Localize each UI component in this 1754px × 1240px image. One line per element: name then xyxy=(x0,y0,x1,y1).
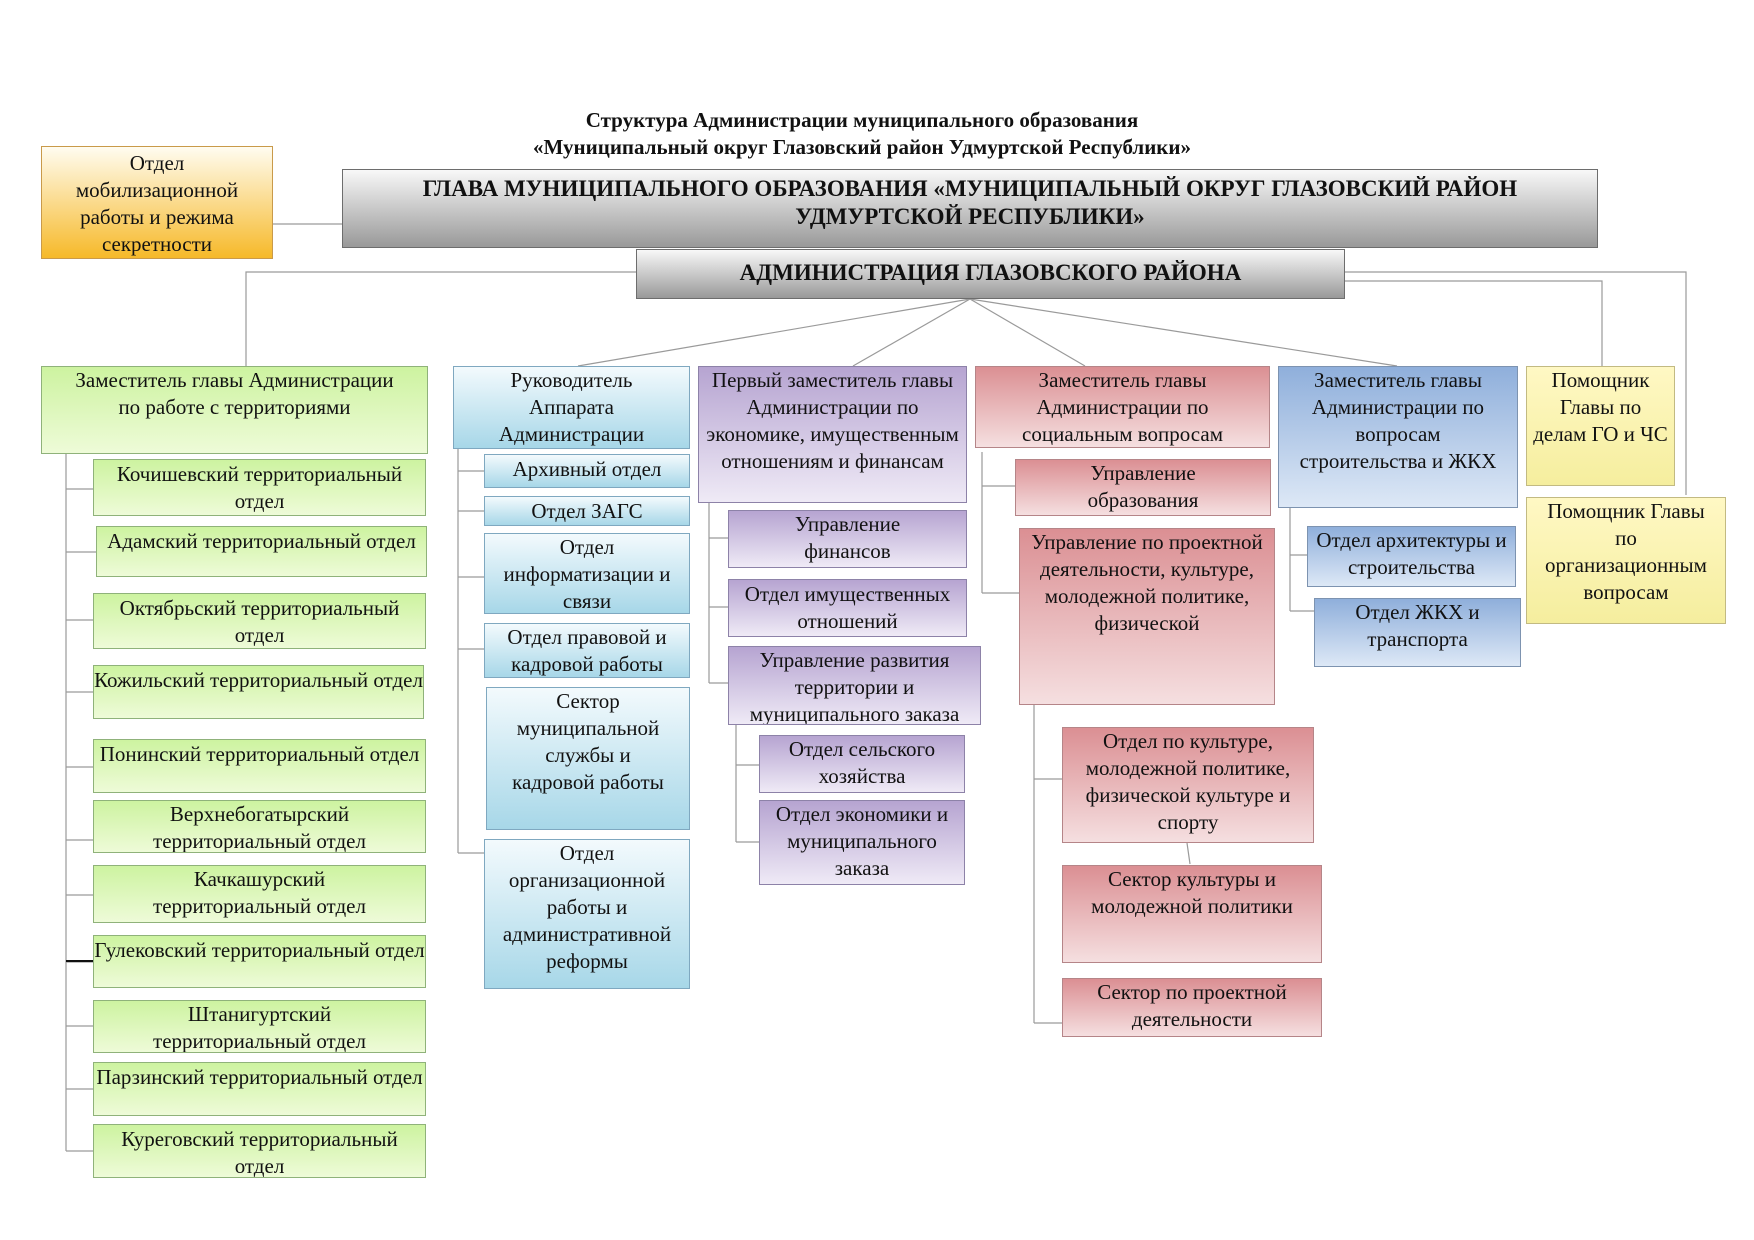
territorial-department-kuregovsky: Куреговский территориальный отдел xyxy=(93,1124,426,1178)
administration-box: АДМИНИСТРАЦИЯ ГЛАЗОВСКОГО РАЙОНА xyxy=(636,249,1345,299)
project-culture-directorate: Управление по проектной деятельности, ку… xyxy=(1019,528,1275,705)
territorial-department-kochishevsky: Кочишевский территориальный отдел xyxy=(93,459,426,516)
chart-title-line2: «Муниципальный округ Глазовский район Уд… xyxy=(532,135,1192,159)
territorial-department-oktyabrsky: Октябрьский территориальный отдел xyxy=(93,593,426,649)
economy-first-deputy: Первый заместитель главы Администрации п… xyxy=(698,366,967,503)
legal-hr-department: Отдел правовой и кадровой работы xyxy=(484,623,690,678)
economy-procurement-department: Отдел экономики и муниципального заказа xyxy=(759,800,965,885)
territorial-department-verkhnebogatyrsky: Верхнебогатырский территориальный отдел xyxy=(93,800,426,853)
territory-development-directorate: Управление развития территории и муницип… xyxy=(728,646,981,725)
education-directorate: Управление образования xyxy=(1015,459,1271,516)
informatization-department: Отдел информатизации и связи xyxy=(484,533,690,614)
archive-department: Архивный отдел xyxy=(484,454,690,488)
culture-youth-sector: Сектор культуры и молодежной политики xyxy=(1062,865,1322,963)
territorial-department-adamsky: Адамский территориальный отдел xyxy=(96,526,427,577)
territories-deputy: Заместитель главы Администрации по работ… xyxy=(41,366,428,454)
territorial-department-gulekovsky: Гулековский территориальный отдел xyxy=(93,935,426,988)
culture-sport-department: Отдел по культуре, молодежной политике, … xyxy=(1062,727,1314,843)
apparatus-head: Руководитель Аппарата Администрации xyxy=(453,366,690,449)
mobilization-department: Отдел мобилизационной работы и режима се… xyxy=(41,146,273,259)
registry-office: Отдел ЗАГС xyxy=(484,496,690,526)
finance-directorate: Управление финансов xyxy=(728,510,967,568)
territorial-department-parzinsky: Парзинский территориальный отдел xyxy=(93,1062,426,1116)
assistant-civil-defense: Помощник Главы по делам ГО и ЧС xyxy=(1526,366,1675,486)
territorial-department-kachkashursky: Качкашурский территориальный отдел xyxy=(93,865,426,923)
construction-deputy: Заместитель главы Администрации по вопро… xyxy=(1278,366,1518,508)
agriculture-department: Отдел сельского хозяйства xyxy=(759,735,965,793)
chart-title-line1: Структура Администрации муниципального о… xyxy=(585,108,1139,132)
territorial-department-shtanigurtsky: Штанигуртский территориальный отдел xyxy=(93,1000,426,1053)
territorial-department-kozhilsky: Кожильский территориальный отдел xyxy=(93,665,424,719)
property-relations-department: Отдел имущественных отношений xyxy=(728,579,967,637)
territorial-department-poninsky: Понинский территориальный отдел xyxy=(93,739,426,793)
social-deputy: Заместитель главы Администрации по социа… xyxy=(975,366,1270,448)
architecture-department: Отдел архитектуры и строительства xyxy=(1307,526,1516,587)
organizational-work-department: Отдел организационной работы и администр… xyxy=(484,839,690,989)
head-box: ГЛАВА МУНИЦИПАЛЬНОГО ОБРАЗОВАНИЯ «МУНИЦИ… xyxy=(342,169,1598,248)
assistant-organizational: Помощник Главы по организационным вопрос… xyxy=(1526,497,1726,624)
project-activity-sector: Сектор по проектной деятельности xyxy=(1062,978,1322,1037)
housing-transport-department: Отдел ЖКХ и транспорта xyxy=(1314,598,1521,667)
municipal-service-sector: Сектор муниципальной службы и кадровой р… xyxy=(486,687,690,830)
